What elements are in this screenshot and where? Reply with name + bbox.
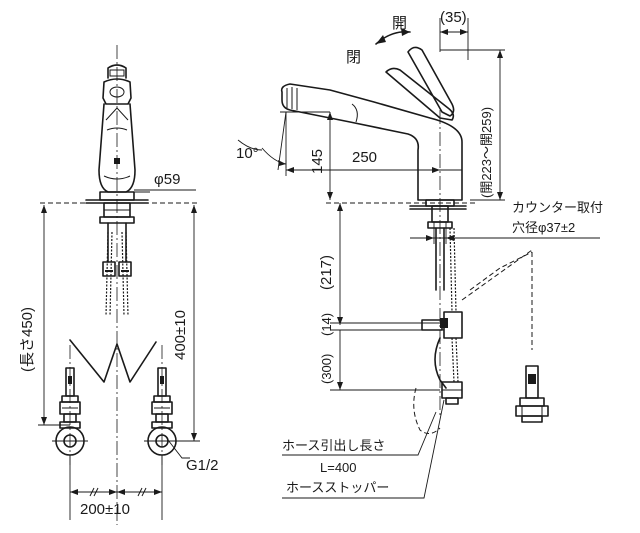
label-open: 開 — [392, 15, 407, 32]
label-hose-2: L=400 — [320, 460, 357, 475]
side-view: 開 閉 (35) (開223～開259) 10° 145 25 — [236, 9, 603, 499]
far-right-supply — [515, 252, 549, 423]
left-supply — [52, 345, 88, 465]
label-hose-1: ホース引出し長さ — [282, 438, 385, 453]
g12-leader — [167, 439, 190, 459]
label-angle-10: 10° — [236, 145, 259, 162]
label-counter-1: カウンター取付 — [512, 200, 603, 215]
label-spacing-200: 200±10 — [80, 501, 130, 518]
hose-stopper-leader — [282, 399, 445, 499]
label-dim-14: (14) — [319, 313, 334, 336]
break-line — [69, 339, 157, 383]
label-open-range: (開223～開259) — [479, 107, 494, 198]
label-dim-300: (300) — [319, 354, 334, 384]
label-dim-145: 145 — [309, 149, 326, 174]
hose-left-front — [105, 231, 109, 317]
label-connection: G1/2 — [186, 457, 219, 474]
label-close: 閉 — [346, 49, 361, 66]
label-counter-2: 穴径φ37±2 — [512, 220, 575, 235]
hose-right-front — [121, 231, 125, 317]
hose-loop — [434, 337, 447, 389]
right-supply — [144, 345, 180, 465]
handle-open — [407, 46, 455, 117]
spout — [280, 83, 463, 201]
label-dim-250: 250 — [352, 149, 377, 166]
label-dim-217: (217) — [318, 255, 335, 290]
label-dim-35: (35) — [440, 9, 467, 26]
hose-side — [449, 227, 453, 313]
hose-pull-leader — [282, 411, 437, 456]
front-view: φ59 (長さ450) 400±10 G1/2 200±10 — [19, 45, 219, 525]
label-diameter-59: φ59 — [154, 171, 180, 188]
handle-cap — [107, 64, 127, 79]
label-height-400: 400±10 — [172, 310, 189, 360]
handle-closed — [385, 67, 455, 121]
label-length-450: (長さ450) — [19, 307, 36, 372]
label-stopper: ホースストッパー — [286, 480, 389, 495]
